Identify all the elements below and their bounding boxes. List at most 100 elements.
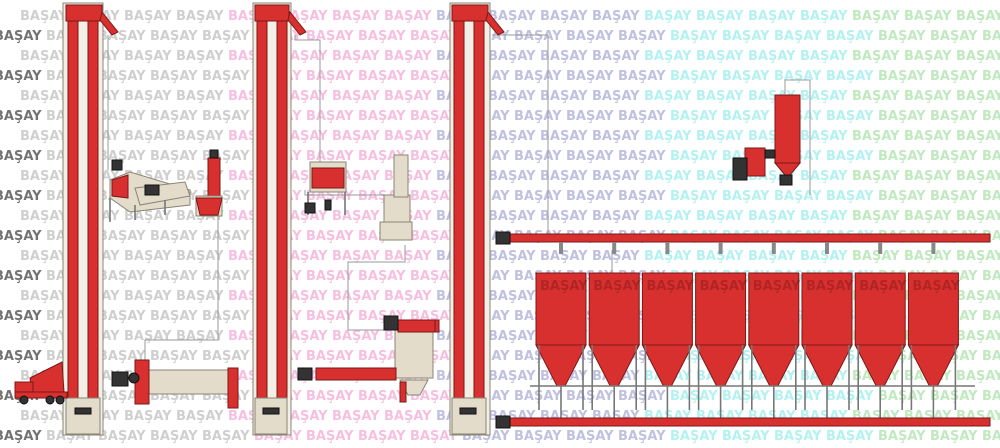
watermark-text: BAŞAY <box>618 189 666 204</box>
watermark-text: BAŞAY <box>618 149 666 164</box>
watermark-text: BAŞAY <box>566 149 614 164</box>
watermark-text: BAŞAY <box>0 69 42 84</box>
watermark-text: BAŞAY <box>306 309 354 324</box>
watermark-text: BAŞAY <box>644 169 692 184</box>
watermark-text: BAŞAY <box>202 309 250 324</box>
watermark-text: BAŞAY <box>826 189 874 204</box>
watermark-text: BAŞAY <box>202 29 250 44</box>
watermark-text: BAŞAY <box>332 129 380 144</box>
watermark-text: BAŞAY <box>696 129 744 144</box>
watermark-text: BAŞAY <box>124 209 172 224</box>
watermark-text: BAŞAY <box>98 149 146 164</box>
watermark-text: BAŞAY <box>306 149 354 164</box>
watermark-text: BAŞAY <box>774 429 822 444</box>
watermark-text: BAŞAY <box>280 89 328 104</box>
watermark-text: BAŞAY <box>332 249 380 264</box>
watermark-text: BAŞAY <box>384 129 432 144</box>
watermark-text: BAŞAY <box>488 289 536 304</box>
watermark-text: BAŞAY <box>956 169 1000 184</box>
watermark-text: BAŞAY <box>618 389 666 404</box>
watermark-text: BAŞAY <box>826 149 874 164</box>
watermark-text: BAŞAY <box>592 249 640 264</box>
watermark-text: BAŞAY <box>124 49 172 64</box>
watermark-text: BAŞAY <box>774 29 822 44</box>
watermark-text: BAŞAY <box>176 89 224 104</box>
watermark-text: BAŞAY <box>540 249 588 264</box>
watermark-text: BAŞAY <box>956 89 1000 104</box>
watermark-text: BAŞAY <box>904 49 952 64</box>
watermark-text: BAŞAY <box>644 49 692 64</box>
elevator-2 <box>252 2 307 436</box>
watermark-text: BAŞAY <box>98 269 146 284</box>
watermark-text: BAŞAY <box>124 9 172 24</box>
watermark-text: BAŞAY <box>332 329 380 344</box>
conveyor-outlet <box>559 242 563 254</box>
watermark-text: BAŞAY <box>410 269 458 284</box>
watermark-text: BAŞAY <box>0 429 42 444</box>
conveyor-outlet <box>718 242 723 254</box>
watermark-text: BAŞAY <box>956 209 1000 224</box>
watermark-text: BAŞAY <box>332 209 380 224</box>
watermark-text: BAŞAY <box>306 389 354 404</box>
watermark-text: BAŞAY <box>670 109 718 124</box>
watermark-text: BAŞAY <box>488 329 536 344</box>
watermark-text: BAŞAY <box>852 89 900 104</box>
silo-1: BAŞAY <box>535 272 588 418</box>
watermark-text: BAŞAY <box>280 49 328 64</box>
watermark-text: BAŞAY <box>98 429 146 444</box>
watermark-text: BAŞAY <box>358 429 406 444</box>
watermark-text: BAŞAY <box>566 389 614 404</box>
watermark-text: BAŞAY <box>826 69 874 84</box>
watermark-text: BAŞAY <box>930 189 978 204</box>
watermark-text: BAŞAY <box>982 29 1000 44</box>
watermark-text: BAŞAY <box>670 29 718 44</box>
silo-4: BAŞAY <box>694 272 748 418</box>
watermark-text: BAŞAY <box>878 29 926 44</box>
watermark-text: BAŞAY <box>358 29 406 44</box>
watermark-text: BAŞAY <box>852 49 900 64</box>
watermark-text: BAŞAY <box>176 249 224 264</box>
silo-watermark-text: BAŞAY <box>646 279 694 294</box>
watermark-text: BAŞAY <box>722 69 770 84</box>
watermark-text: BAŞAY <box>852 209 900 224</box>
conveyor-outlet <box>825 242 829 254</box>
watermark-text: BAŞAY <box>410 429 458 444</box>
watermark-text: BAŞAY <box>618 69 666 84</box>
watermark-text: BAŞAY <box>150 69 198 84</box>
top-screw-conveyor <box>495 231 991 254</box>
watermark-text: BAŞAY <box>592 9 640 24</box>
watermark-text: BAŞAY <box>488 49 536 64</box>
watermark-text: BAŞAY <box>202 109 250 124</box>
watermark-text: BAŞAY <box>150 269 198 284</box>
silo-2: BAŞAY <box>588 272 641 418</box>
watermark-text: BAŞAY <box>514 109 562 124</box>
watermark-text: BAŞAY <box>566 109 614 124</box>
watermark-text: BAŞAY <box>540 89 588 104</box>
watermark-text: BAŞAY <box>410 389 458 404</box>
watermark-text: BAŞAY <box>176 9 224 24</box>
watermark-text: BAŞAY <box>878 149 926 164</box>
watermark-text: BAŞAY <box>982 389 1000 404</box>
watermark-text: BAŞAY <box>540 129 588 144</box>
watermark-text: BAŞAY <box>332 89 380 104</box>
watermark-text: BAŞAY <box>124 129 172 144</box>
watermark-text: BAŞAY <box>748 9 796 24</box>
watermark-text: BAŞAY <box>150 429 198 444</box>
bottom-screw-conveyor <box>495 415 991 429</box>
watermark-text: BAŞAY <box>98 389 146 404</box>
silo-watermark-text: BAŞAY <box>700 279 748 294</box>
watermark-text: BAŞAY <box>930 29 978 44</box>
watermark-text: BAŞAY <box>176 129 224 144</box>
connection-lines <box>107 34 811 360</box>
watermark-text: BAŞAY <box>618 109 666 124</box>
watermark-text: BAŞAY <box>930 109 978 124</box>
watermark-text: BAŞAY <box>722 109 770 124</box>
watermark-text: BAŞAY <box>20 169 68 184</box>
watermark-text: BAŞAY <box>800 209 848 224</box>
watermark-text: BAŞAY <box>358 389 406 404</box>
watermark-text: BAŞAY <box>644 129 692 144</box>
watermark-text: BAŞAY <box>98 309 146 324</box>
watermark-text: BAŞAY <box>280 329 328 344</box>
watermark-text: BAŞAY <box>956 369 1000 384</box>
